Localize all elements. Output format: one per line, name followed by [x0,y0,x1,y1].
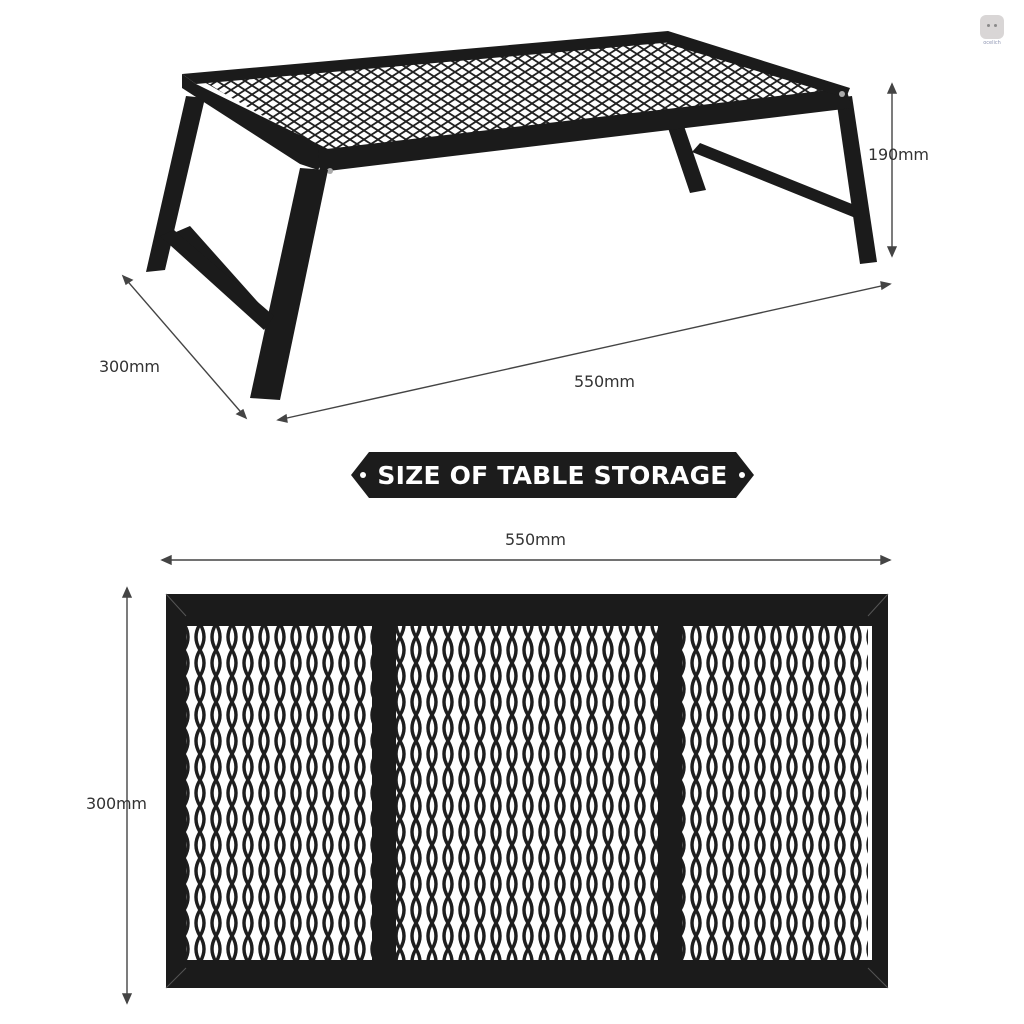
dimension-label-height-top: 190mm [868,145,929,164]
dimension-lines-top [121,82,898,1005]
folded-table-top-view [165,593,889,989]
tabletop-mesh [204,42,840,152]
dimension-label-width-top: 300mm [99,357,160,376]
tabletop-frame [182,31,852,174]
folded-leg-left [372,616,396,968]
front-left-leg [160,168,328,400]
brand-logo-text: ocelich [983,40,1001,46]
mesh-panel-right [682,626,868,960]
folded-leg-right [658,616,682,968]
mesh-panel-left [186,626,372,960]
storage-size-banner: SIZE OF TABLE STORAGE [351,452,754,498]
dimension-label-width-bottom: 300mm [86,794,147,813]
back-right-leg [668,96,877,264]
bullet-icon [360,472,366,478]
dimension-label-length-top: 550mm [574,372,635,391]
mesh-panel-center [396,622,658,964]
banner-label: SIZE OF TABLE STORAGE [377,460,728,490]
bullet-icon [739,472,745,478]
dimension-label-length-bottom: 550mm [505,530,566,549]
face-icon [980,15,1004,39]
